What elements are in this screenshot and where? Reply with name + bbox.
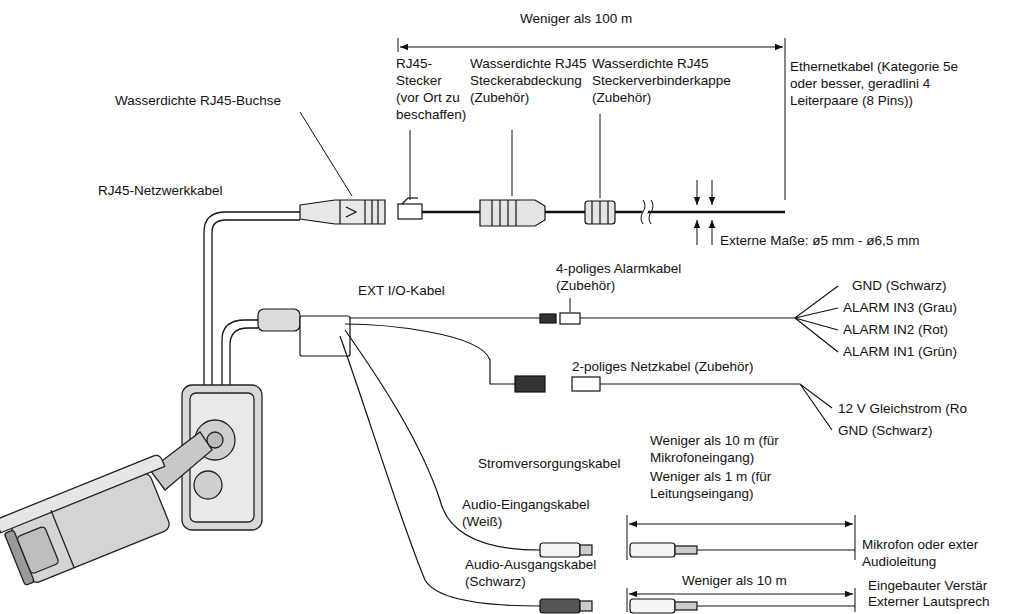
signal-label: GND (Schwarz) (838, 422, 933, 439)
part-label: Wasserdichte RJ45 Steckerabdeckung (Zube… (470, 55, 588, 106)
signal-label: GND (Schwarz) (852, 277, 947, 294)
signal-label: ALARM IN1 (Grün) (843, 343, 957, 360)
dimension-label: Weniger als 1 m (für Leitungseingang) (650, 468, 795, 502)
part-label: Mikrofon oder exter Audioleitung (862, 536, 1002, 570)
dimension-label: Weniger als 10 m (682, 572, 787, 589)
signal-label: ALARM IN2 (Rot) (843, 321, 948, 338)
part-label: Wasserdichte RJ45-Buchse (115, 92, 295, 109)
part-label: Ethernetkabel (Kategorie 5e oder besser,… (790, 58, 975, 109)
part-label: RJ45-Stecker (vor Ort zu beschaffen) (396, 55, 468, 123)
part-label: 2-poliges Netzkabel (Zubehör) (572, 358, 754, 375)
dimension-label: Externe Maße: ø5 mm - ø6,5 mm (720, 232, 920, 249)
dimension-label: Weniger als 10 m (für Mikrofoneingang) (650, 432, 795, 466)
part-label: EXT I/O-Kabel (358, 282, 445, 299)
signal-label: 12 V Gleichstrom (Ro (838, 400, 967, 417)
part-label: RJ45-Netzwerkkabel (98, 182, 223, 199)
part-label: Audio-Ausgangskabel (Schwarz) (465, 556, 615, 590)
part-label: 4-poliges Alarmkabel (Zubehör) (556, 260, 706, 294)
signal-label: ALARM IN3 (Grau) (843, 299, 957, 316)
part-label: Eingebauter Verstär Externer Lautsprech (868, 578, 1008, 610)
part-label: Stromversorgungskabel (478, 455, 621, 472)
part-label: Audio-Eingangskabel (Weiß) (462, 496, 602, 530)
dimension-label: Weniger als 100 m (520, 10, 632, 27)
part-label: Wasserdichte RJ45 Steckerverbinderkappe … (592, 55, 757, 106)
